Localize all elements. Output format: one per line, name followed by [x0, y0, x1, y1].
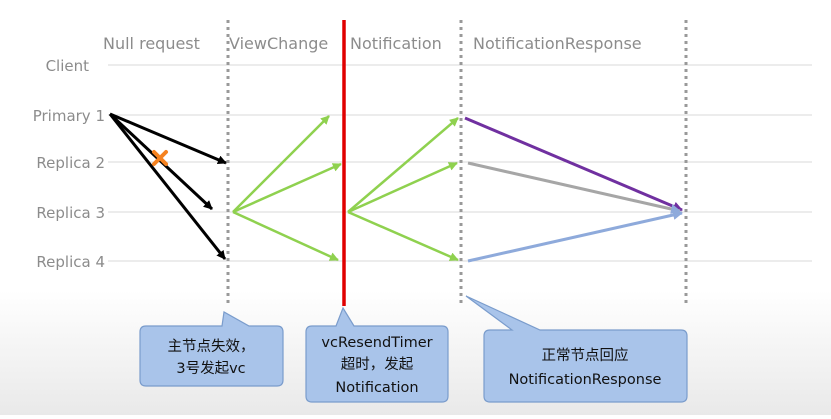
callout-vc-resend-line-1: vcResendTimer — [321, 335, 432, 351]
node-label-primary-1: Primary 1 — [33, 107, 105, 125]
arrow-response-from-primary-1 — [464, 116, 683, 212]
cross-mark-icon — [152, 150, 168, 166]
callout-primary-failure: 主节点失效， 3号发起vc — [139, 311, 284, 387]
phase-label-view-change: ViewChange — [229, 34, 328, 53]
callout-primary-failure-line-1: 主节点失效， — [168, 338, 255, 355]
node-label-replica-2: Replica 2 — [36, 154, 105, 172]
arrow-view-change-to-primary-1 — [232, 115, 330, 213]
notification-response-arrows — [464, 116, 683, 263]
callout-primary-failure-line-2: 3号发起vc — [176, 360, 245, 377]
callout-normal-response: 正常节点回应 NotificationResponse — [465, 295, 688, 403]
callout-vc-resend-timer: vcResendTimer — [305, 306, 449, 403]
phase-label-notification-response: NotificationResponse — [473, 34, 642, 53]
callout-bubble — [139, 311, 284, 387]
node-label-replica-4: Replica 4 — [36, 253, 105, 271]
view-change-arrows — [232, 115, 342, 262]
phase-separators — [226, 20, 688, 305]
callout-normal-response-line-2: NotificationResponse — [509, 372, 662, 388]
node-label-client: Client — [46, 57, 90, 75]
arrow-notification-to-replica-2 — [347, 161, 458, 214]
failure-mark — [152, 150, 168, 166]
arrow-response-from-replica-4 — [467, 210, 683, 263]
phase-label-notification: Notification — [350, 34, 442, 53]
arrow-null-request-to-replica-4 — [108, 113, 227, 260]
callout-normal-response-line-1: 正常节点回应 — [542, 346, 629, 364]
arrow-notification-to-primary-1 — [347, 117, 459, 213]
phase-label-null-request: Null request — [103, 34, 200, 53]
callout-vc-resend-line-2: 超时，发起 — [341, 356, 414, 373]
callout-bubble — [465, 295, 688, 403]
arrow-response-from-replica-2 — [467, 161, 681, 214]
node-label-replica-3: Replica 3 — [36, 204, 105, 222]
arrow-view-change-to-replica-4 — [232, 210, 339, 262]
arrow-notification-to-replica-4 — [347, 210, 459, 262]
callout-bubble — [305, 306, 449, 403]
notification-arrows — [347, 117, 459, 262]
callout-vc-resend-line-3: Notification — [335, 380, 418, 396]
arrow-view-change-to-replica-2 — [232, 162, 342, 214]
arrow-null-request-to-replica-2 — [109, 112, 227, 165]
